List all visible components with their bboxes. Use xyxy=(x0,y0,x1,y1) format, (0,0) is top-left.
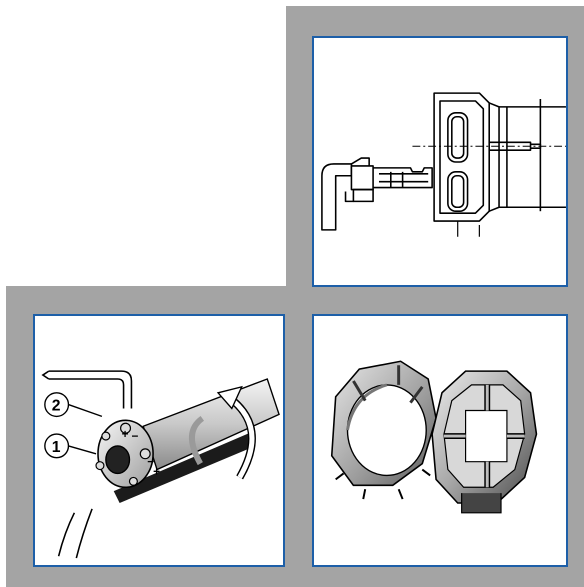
adapter-rings-icon xyxy=(330,360,538,514)
minus-label: − xyxy=(131,429,138,443)
connector-panel xyxy=(312,36,568,287)
badge-1-label: 1 xyxy=(52,439,61,456)
badge-2-label: 2 xyxy=(52,397,61,414)
plus-label-2: + xyxy=(153,464,160,478)
ring-adapter-left xyxy=(330,360,437,500)
badge-1 xyxy=(44,433,70,459)
tubular-motor-icon: 2 1 − + − + xyxy=(41,370,280,559)
ring-adapter-right xyxy=(431,370,538,514)
plus-label: + xyxy=(122,427,129,441)
adapters-panel xyxy=(312,314,568,567)
allen-key-icon xyxy=(41,370,133,409)
minus-label-2: − xyxy=(147,455,154,469)
motor-panel: 2 1 − + − + xyxy=(33,314,285,567)
connector-plug-icon xyxy=(321,92,566,237)
